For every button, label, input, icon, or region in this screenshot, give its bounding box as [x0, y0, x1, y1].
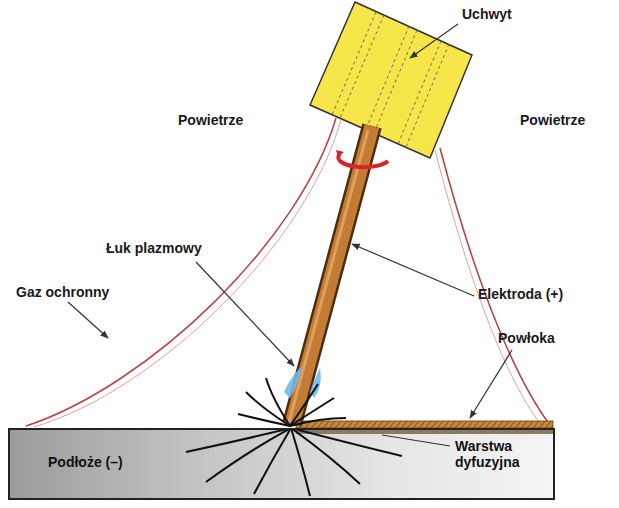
part-label: Gaz ochronny — [16, 284, 109, 300]
part-label: Elektroda (+) — [478, 286, 563, 302]
electrode — [289, 126, 372, 424]
holder — [310, 2, 472, 158]
part-label: Powłoka — [498, 330, 555, 346]
rotation-arc — [338, 154, 388, 167]
leader-line — [382, 435, 450, 446]
part-label: Warstwa dyfuzyjna — [455, 438, 547, 470]
spark — [186, 430, 291, 452]
leader-line — [68, 24, 512, 418]
shielding-gas-curve — [26, 118, 550, 427]
coating-layer — [296, 421, 553, 428]
spark — [238, 378, 346, 426]
spark — [254, 430, 291, 494]
diffusion-layer — [296, 430, 553, 434]
part-label: Uchwyt — [462, 6, 512, 22]
rotation-arrowhead — [336, 150, 344, 157]
part-label: Łuk plazmowy — [106, 240, 202, 256]
substrate-block: Podłoże (–) Warstwa dyfuzyjna — [8, 428, 555, 500]
part-label: Podłoże (–) — [48, 454, 123, 470]
spark — [291, 430, 360, 484]
part-label: Powietrze — [520, 112, 585, 128]
plasma-arc — [284, 366, 321, 398]
part-label: Powietrze — [178, 112, 243, 128]
spark — [291, 430, 402, 456]
